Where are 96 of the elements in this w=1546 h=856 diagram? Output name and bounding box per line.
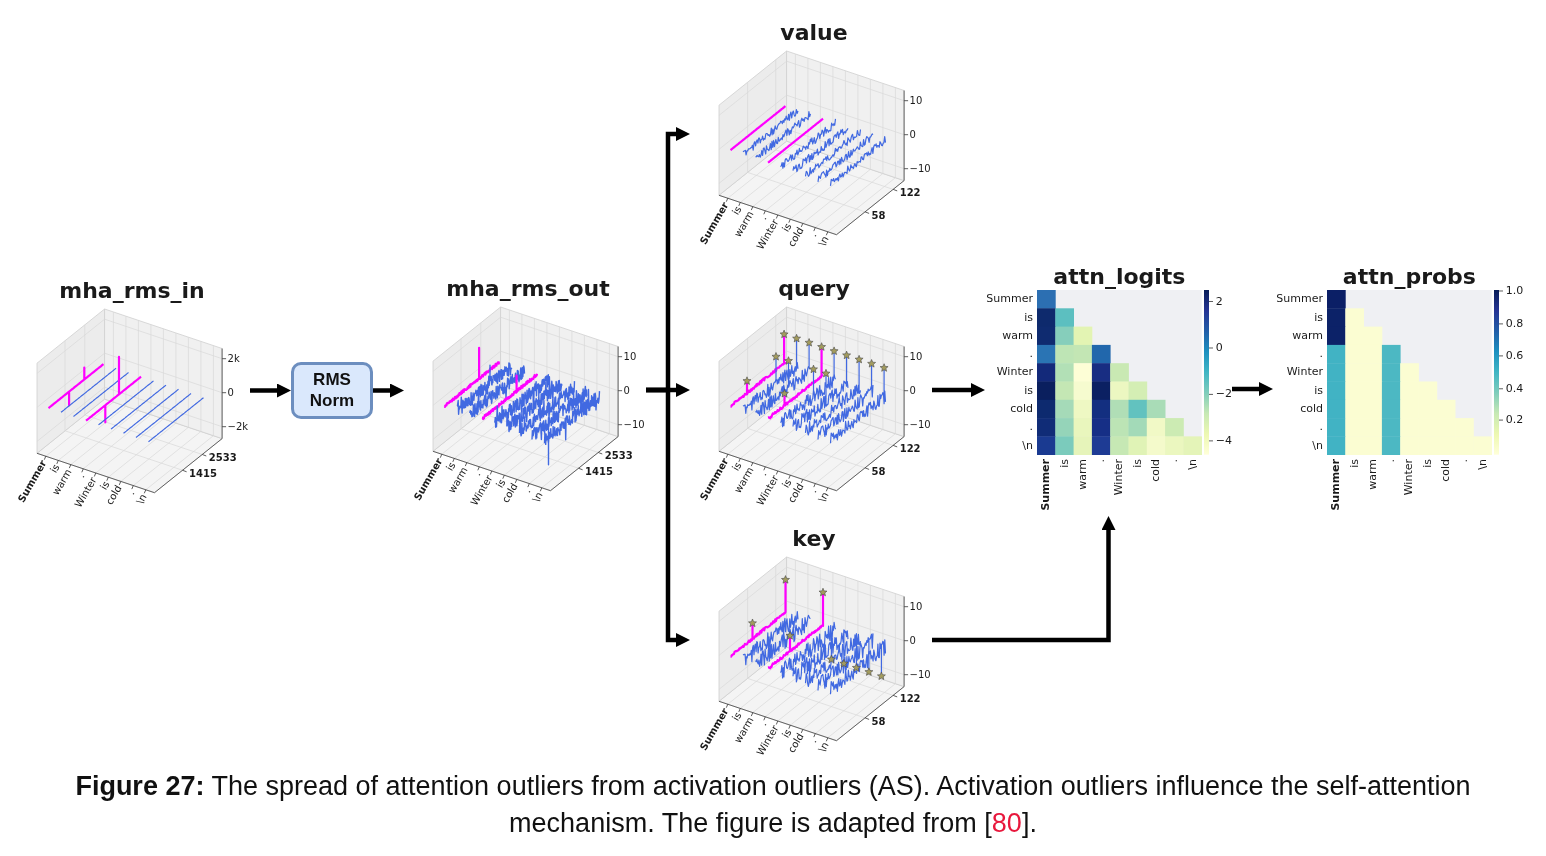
arrow <box>1232 382 1273 396</box>
tick-label: 1415 <box>585 466 613 478</box>
tick-label: 10 <box>909 600 923 613</box>
token-label: warm <box>1002 329 1033 343</box>
tick-label: 0.4 <box>1505 382 1524 396</box>
chart-title: value <box>780 20 848 46</box>
token-label: is <box>97 479 112 492</box>
tick-label: −10 <box>909 668 931 681</box>
token-label: cold <box>1010 402 1033 416</box>
chart-title: mha_rms_out <box>446 276 610 302</box>
token-label: \n <box>816 233 832 248</box>
tick-label: 1415 <box>189 468 217 480</box>
token-label: is <box>493 477 508 490</box>
token-label: \n <box>1312 439 1323 452</box>
token-label: . <box>75 470 87 480</box>
tick-label: −2k <box>227 420 249 433</box>
token-label: . <box>1029 347 1033 361</box>
tick-label: 10 <box>909 94 923 107</box>
tick-label: 2533 <box>208 452 237 465</box>
token-label: is <box>1348 458 1361 468</box>
token-label: \n <box>1476 458 1489 470</box>
tick-label: 0 <box>1215 341 1223 355</box>
token-label: is <box>1314 384 1323 397</box>
token-label: . <box>1319 421 1323 434</box>
token-label: is <box>1314 311 1323 324</box>
token-label: . <box>1319 347 1323 361</box>
tick-label: 0.8 <box>1505 317 1524 331</box>
token-label: \n <box>134 491 150 506</box>
token-label: Winter <box>1286 366 1323 379</box>
arrow <box>646 387 690 647</box>
token-label: cold <box>1439 458 1453 482</box>
token-label: cold <box>1149 458 1163 482</box>
token-label: is <box>1421 458 1434 468</box>
tick-label: 10 <box>623 350 637 363</box>
token-label: \n <box>1186 458 1199 470</box>
tick-label: −2 <box>1215 388 1232 401</box>
tick-label: 0 <box>909 128 916 141</box>
token-label: warm <box>1292 329 1323 343</box>
token-label: Winter <box>1113 458 1126 495</box>
tick-label: −10 <box>909 162 931 175</box>
token-label: \n <box>1022 439 1033 452</box>
token-label: cold <box>1300 402 1323 416</box>
tick-label: 0.6 <box>1505 349 1524 363</box>
token-label: . <box>807 229 819 238</box>
arrow <box>373 383 404 398</box>
chart-title: query <box>778 276 850 302</box>
token-label: . <box>125 487 137 496</box>
token-label: \n <box>816 739 832 754</box>
tick-label: 0 <box>909 634 916 647</box>
tick-label: 58 <box>871 210 886 222</box>
figure-caption: Figure 27: The spread of attention outliers from activation outliers (AS). Activation outliers influence the self-attention mechanism. The figure is adapted from [80]. <box>74 770 1472 840</box>
tick-label: −10 <box>623 418 645 431</box>
token-label: . <box>757 212 769 222</box>
token-label: is <box>1024 384 1033 397</box>
process-box <box>291 362 373 419</box>
token-label: Winter <box>996 366 1033 379</box>
token-label: . <box>521 485 533 494</box>
token-label: is <box>1058 458 1071 468</box>
token-label: Summer <box>1329 458 1343 511</box>
tick-label: 0 <box>227 386 234 399</box>
chart-title: mha_rms_in <box>59 278 205 304</box>
token-label: . <box>1384 458 1398 463</box>
token-label: \n <box>530 489 546 504</box>
arrow <box>932 516 1116 643</box>
token-label: Winter <box>1403 458 1416 495</box>
token-label: is <box>779 221 794 234</box>
token-label: . <box>1029 421 1033 434</box>
token-label: Summer <box>1039 458 1053 511</box>
chart-title: attn_probs <box>1342 264 1476 290</box>
tick-label: 2 <box>1215 295 1223 308</box>
token-label: is <box>1131 458 1144 468</box>
tick-label: 0 <box>909 384 916 397</box>
tick-label: 122 <box>899 187 921 200</box>
tick-label: 0 <box>623 384 630 397</box>
token-label: Summer <box>1276 292 1323 306</box>
token-label: . <box>1168 458 1181 463</box>
token-label: . <box>1458 458 1471 463</box>
node-label: RMS Norm <box>309 370 355 411</box>
chart-title: key <box>792 526 836 552</box>
tick-label: 2k <box>227 352 240 365</box>
tick-label: 10 <box>909 350 923 363</box>
tick-label: 0.2 <box>1505 413 1524 427</box>
tick-label: −10 <box>909 418 931 431</box>
chart-title: attn_logits <box>1053 264 1186 290</box>
token-label: \n <box>816 489 832 504</box>
arrow <box>250 383 291 398</box>
token-label: . <box>1094 458 1108 463</box>
tick-label: 2533 <box>604 450 633 463</box>
token-label: warm <box>1366 458 1380 490</box>
arrow <box>932 383 985 397</box>
token-label: . <box>471 468 483 478</box>
tick-label: 1.0 <box>1505 284 1524 298</box>
token-label: warm <box>1076 458 1090 490</box>
token-label: is <box>1024 311 1033 324</box>
tick-label: −4 <box>1215 434 1232 448</box>
token-label: Summer <box>986 292 1033 306</box>
